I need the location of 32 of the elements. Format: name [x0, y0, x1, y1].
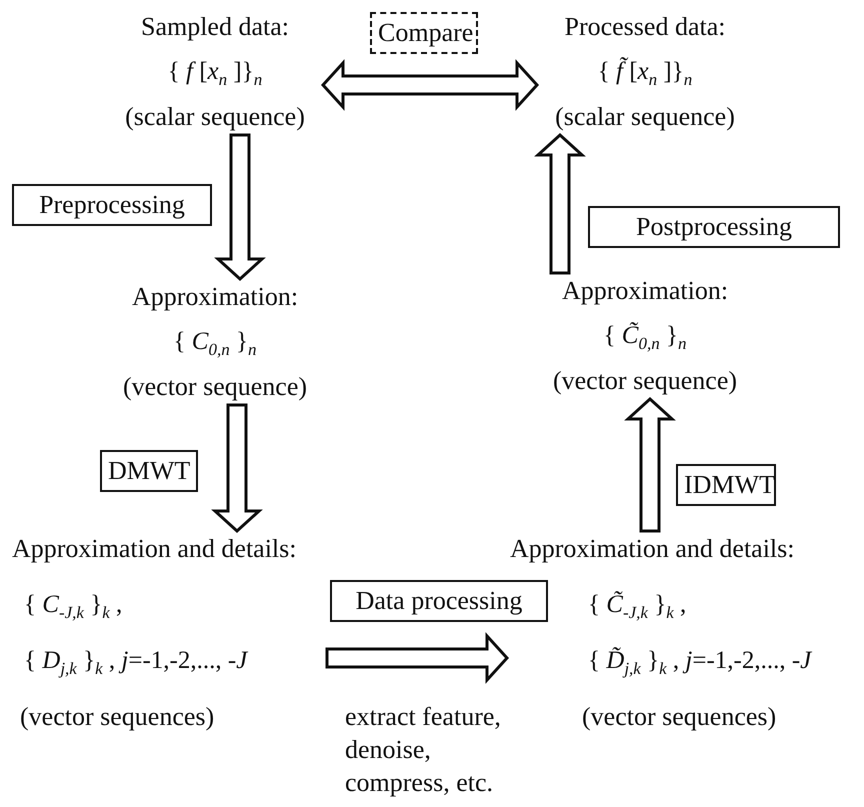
description: (scalar sequence): [124, 102, 306, 132]
formula: { D̃$_{j,k}$ }$_{k}$ , j=-1,-2,..., -J: [587, 646, 814, 676]
block-arrow: [214, 134, 266, 282]
formula: { C$_{-J,k}$ }$_{k}$ ,: [23, 590, 124, 620]
formula: { C$_{0,n}$ }$_{n}$: [172, 327, 258, 357]
formula: { C̃$_{0,n}$ }$_{n}$: [602, 321, 688, 351]
block-arrow: [320, 59, 540, 111]
formula: { D$_{j,k}$ }$_{k}$ , j=-1,-2,..., -J: [23, 646, 250, 676]
description: (vector sequence): [552, 366, 738, 396]
process-box: DMWT: [100, 450, 198, 492]
block-arrow: [624, 396, 676, 532]
formula: { f̃ [x$_{n}$ ]}$_{n}$: [596, 57, 694, 87]
block-arrow: [534, 132, 586, 274]
data-heading: Approximation and details:: [510, 534, 796, 564]
description: (scalar sequence): [554, 102, 736, 132]
compare-box: Compare: [370, 12, 478, 54]
process-box: Data processing: [330, 580, 548, 622]
description: (vector sequence): [122, 372, 308, 402]
data-heading: Processed data:: [563, 12, 726, 42]
data-heading: Approximation:: [130, 282, 300, 312]
description: (vector sequences): [19, 702, 216, 732]
block-arrow: [211, 404, 263, 534]
process-box: IDMWT: [676, 464, 776, 506]
data-heading: Approximation:: [560, 276, 730, 306]
formula: { f [x$_{n}$ ]}$_{n}$: [166, 57, 264, 87]
process-box: Postprocessing: [588, 206, 840, 248]
note-text: extract feature, denoise, compress, etc.: [345, 701, 502, 799]
process-box: Preprocessing: [12, 184, 212, 226]
block-arrow: [326, 632, 510, 684]
data-heading: Sampled data:: [140, 12, 290, 42]
description: (vector sequences): [581, 702, 778, 732]
data-heading: Approximation and details:: [12, 534, 298, 564]
